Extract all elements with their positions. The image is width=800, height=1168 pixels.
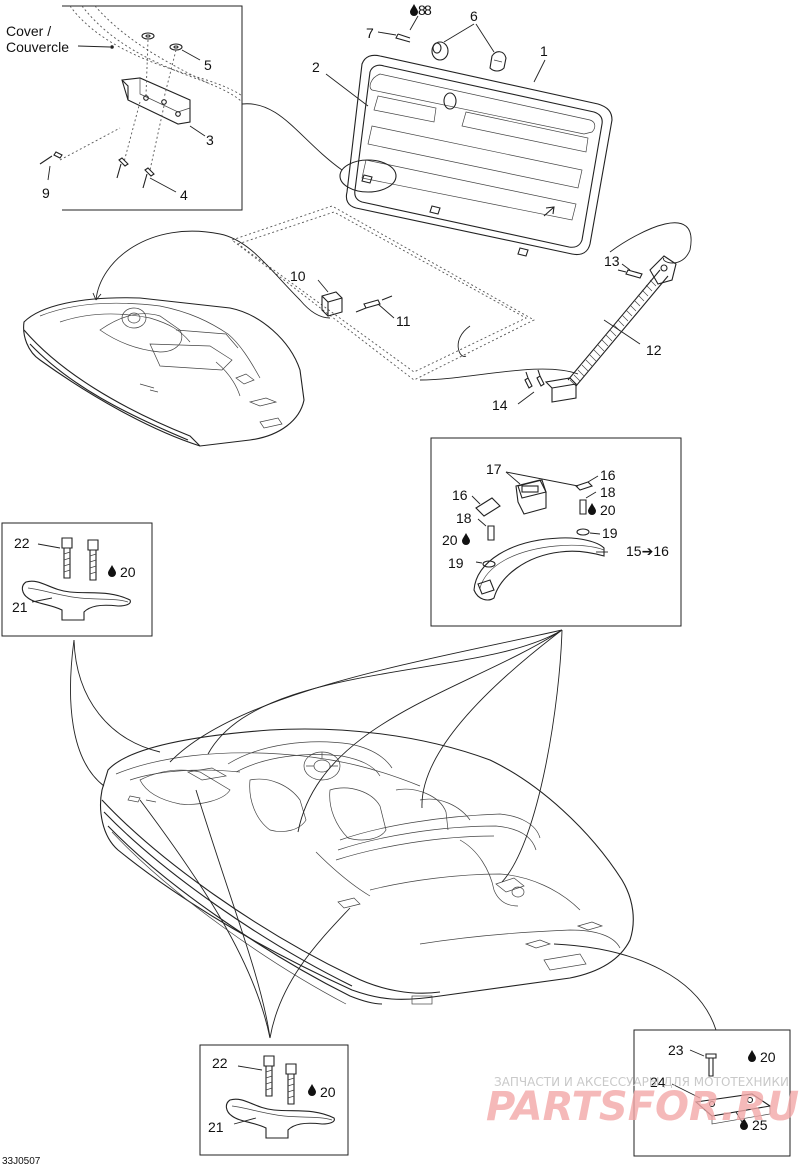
callout-20-left-inset: 20	[442, 532, 470, 548]
boat-small	[23, 230, 331, 447]
callout-16-left: 16	[452, 487, 468, 503]
callout-20-cleat-bottom: 20	[308, 1084, 336, 1100]
callout-9: 9	[42, 185, 50, 201]
callout-13: 13	[604, 253, 620, 269]
drop-icon	[410, 4, 418, 16]
callout-18-right: 18	[600, 484, 616, 500]
callout-7: 7	[366, 25, 374, 41]
spring-strut	[544, 255, 677, 403]
callout-4: 4	[180, 187, 188, 203]
callout-16-right: 16	[600, 467, 616, 483]
watermark-tagline: ЗАПЧАСТИ И АКСЕССУАРЫ ДЛЯ МОТОТЕХНИКИ	[494, 1075, 789, 1089]
stern-cleat-inset	[633, 1029, 791, 1157]
storage-cover-assembly	[231, 15, 692, 405]
callout-20-cleat-left-num: 20	[120, 564, 136, 580]
cover-label-line2: Couvercle	[6, 39, 69, 55]
callout-15-target: 16	[653, 543, 669, 559]
callout-20-stern-num: 20	[760, 1049, 776, 1065]
callout-22-left: 22	[14, 535, 30, 551]
cover-inset: Cover / Couvercle	[6, 5, 243, 211]
callout-1: 1	[540, 43, 548, 59]
callout-5: 5	[204, 57, 212, 73]
callout-17: 17	[486, 461, 502, 477]
callout-25: 25	[752, 1117, 768, 1133]
drop-icon	[740, 1118, 748, 1130]
callout-20-cleat-bottom-num: 20	[320, 1084, 336, 1100]
callout-8-num: 8	[418, 2, 426, 18]
callout-25-stern: 25	[740, 1117, 768, 1133]
callout-8: 8	[424, 2, 432, 18]
callout-20-right-inset: 20	[588, 502, 616, 518]
callout-15-number: 15	[626, 543, 642, 559]
callout-20-cleat-left: 20	[108, 564, 136, 580]
watermark: ЗАПЧАСТИ И АКСЕССУАРЫ ДЛЯ МОТОТЕХНИКИ PA…	[486, 1075, 799, 1130]
callout-6: 6	[470, 8, 478, 24]
grab-handle-inset	[430, 437, 682, 627]
drop-icon	[108, 565, 116, 577]
callout-8-drop	[410, 4, 418, 16]
callout-14: 14	[492, 397, 508, 413]
callout-12: 12	[646, 342, 662, 358]
callout-19-left: 19	[448, 555, 464, 571]
figure-code: 33J0507	[2, 1156, 41, 1167]
drop-icon	[308, 1084, 316, 1096]
callout-20-handle-right: 20	[600, 502, 616, 518]
drop-icon	[462, 533, 470, 545]
sealant-callouts: 20 20 20 20 20 25	[108, 4, 776, 1133]
callout-20-stern: 20	[748, 1049, 776, 1065]
callout-11: 11	[396, 313, 411, 329]
cover-label-line1: Cover /	[6, 23, 51, 39]
cover-label: Cover / Couvercle	[6, 23, 69, 55]
callout-20-handle-left: 20	[442, 532, 458, 548]
callout-10: 10	[290, 268, 306, 284]
callout-21-bottom: 21	[208, 1119, 224, 1135]
callout-3: 3	[206, 132, 214, 148]
watermark-brand: PARTSFOR.RU	[486, 1084, 799, 1130]
callout-24: 24	[650, 1074, 666, 1090]
callout-labels: 1 2 3 4 5 6 7 8 9 10 11 12 13 14 17 16 1…	[12, 2, 684, 1135]
drop-icon	[748, 1050, 756, 1062]
callout-22-bottom: 22	[212, 1055, 228, 1071]
callout-15-arrow: ➔	[642, 543, 654, 559]
boat-large	[70, 629, 717, 1039]
callout-21-left: 21	[12, 599, 28, 615]
callout-18-left: 18	[456, 510, 472, 526]
drop-icon	[588, 503, 596, 515]
callout-19-right: 19	[602, 525, 618, 541]
callout-23: 23	[668, 1042, 684, 1058]
callout-2: 2	[312, 59, 320, 75]
callout-15: 15➔16	[626, 543, 669, 559]
cleat-inset-bottom	[199, 1044, 349, 1156]
cleat-inset-left	[1, 522, 153, 637]
